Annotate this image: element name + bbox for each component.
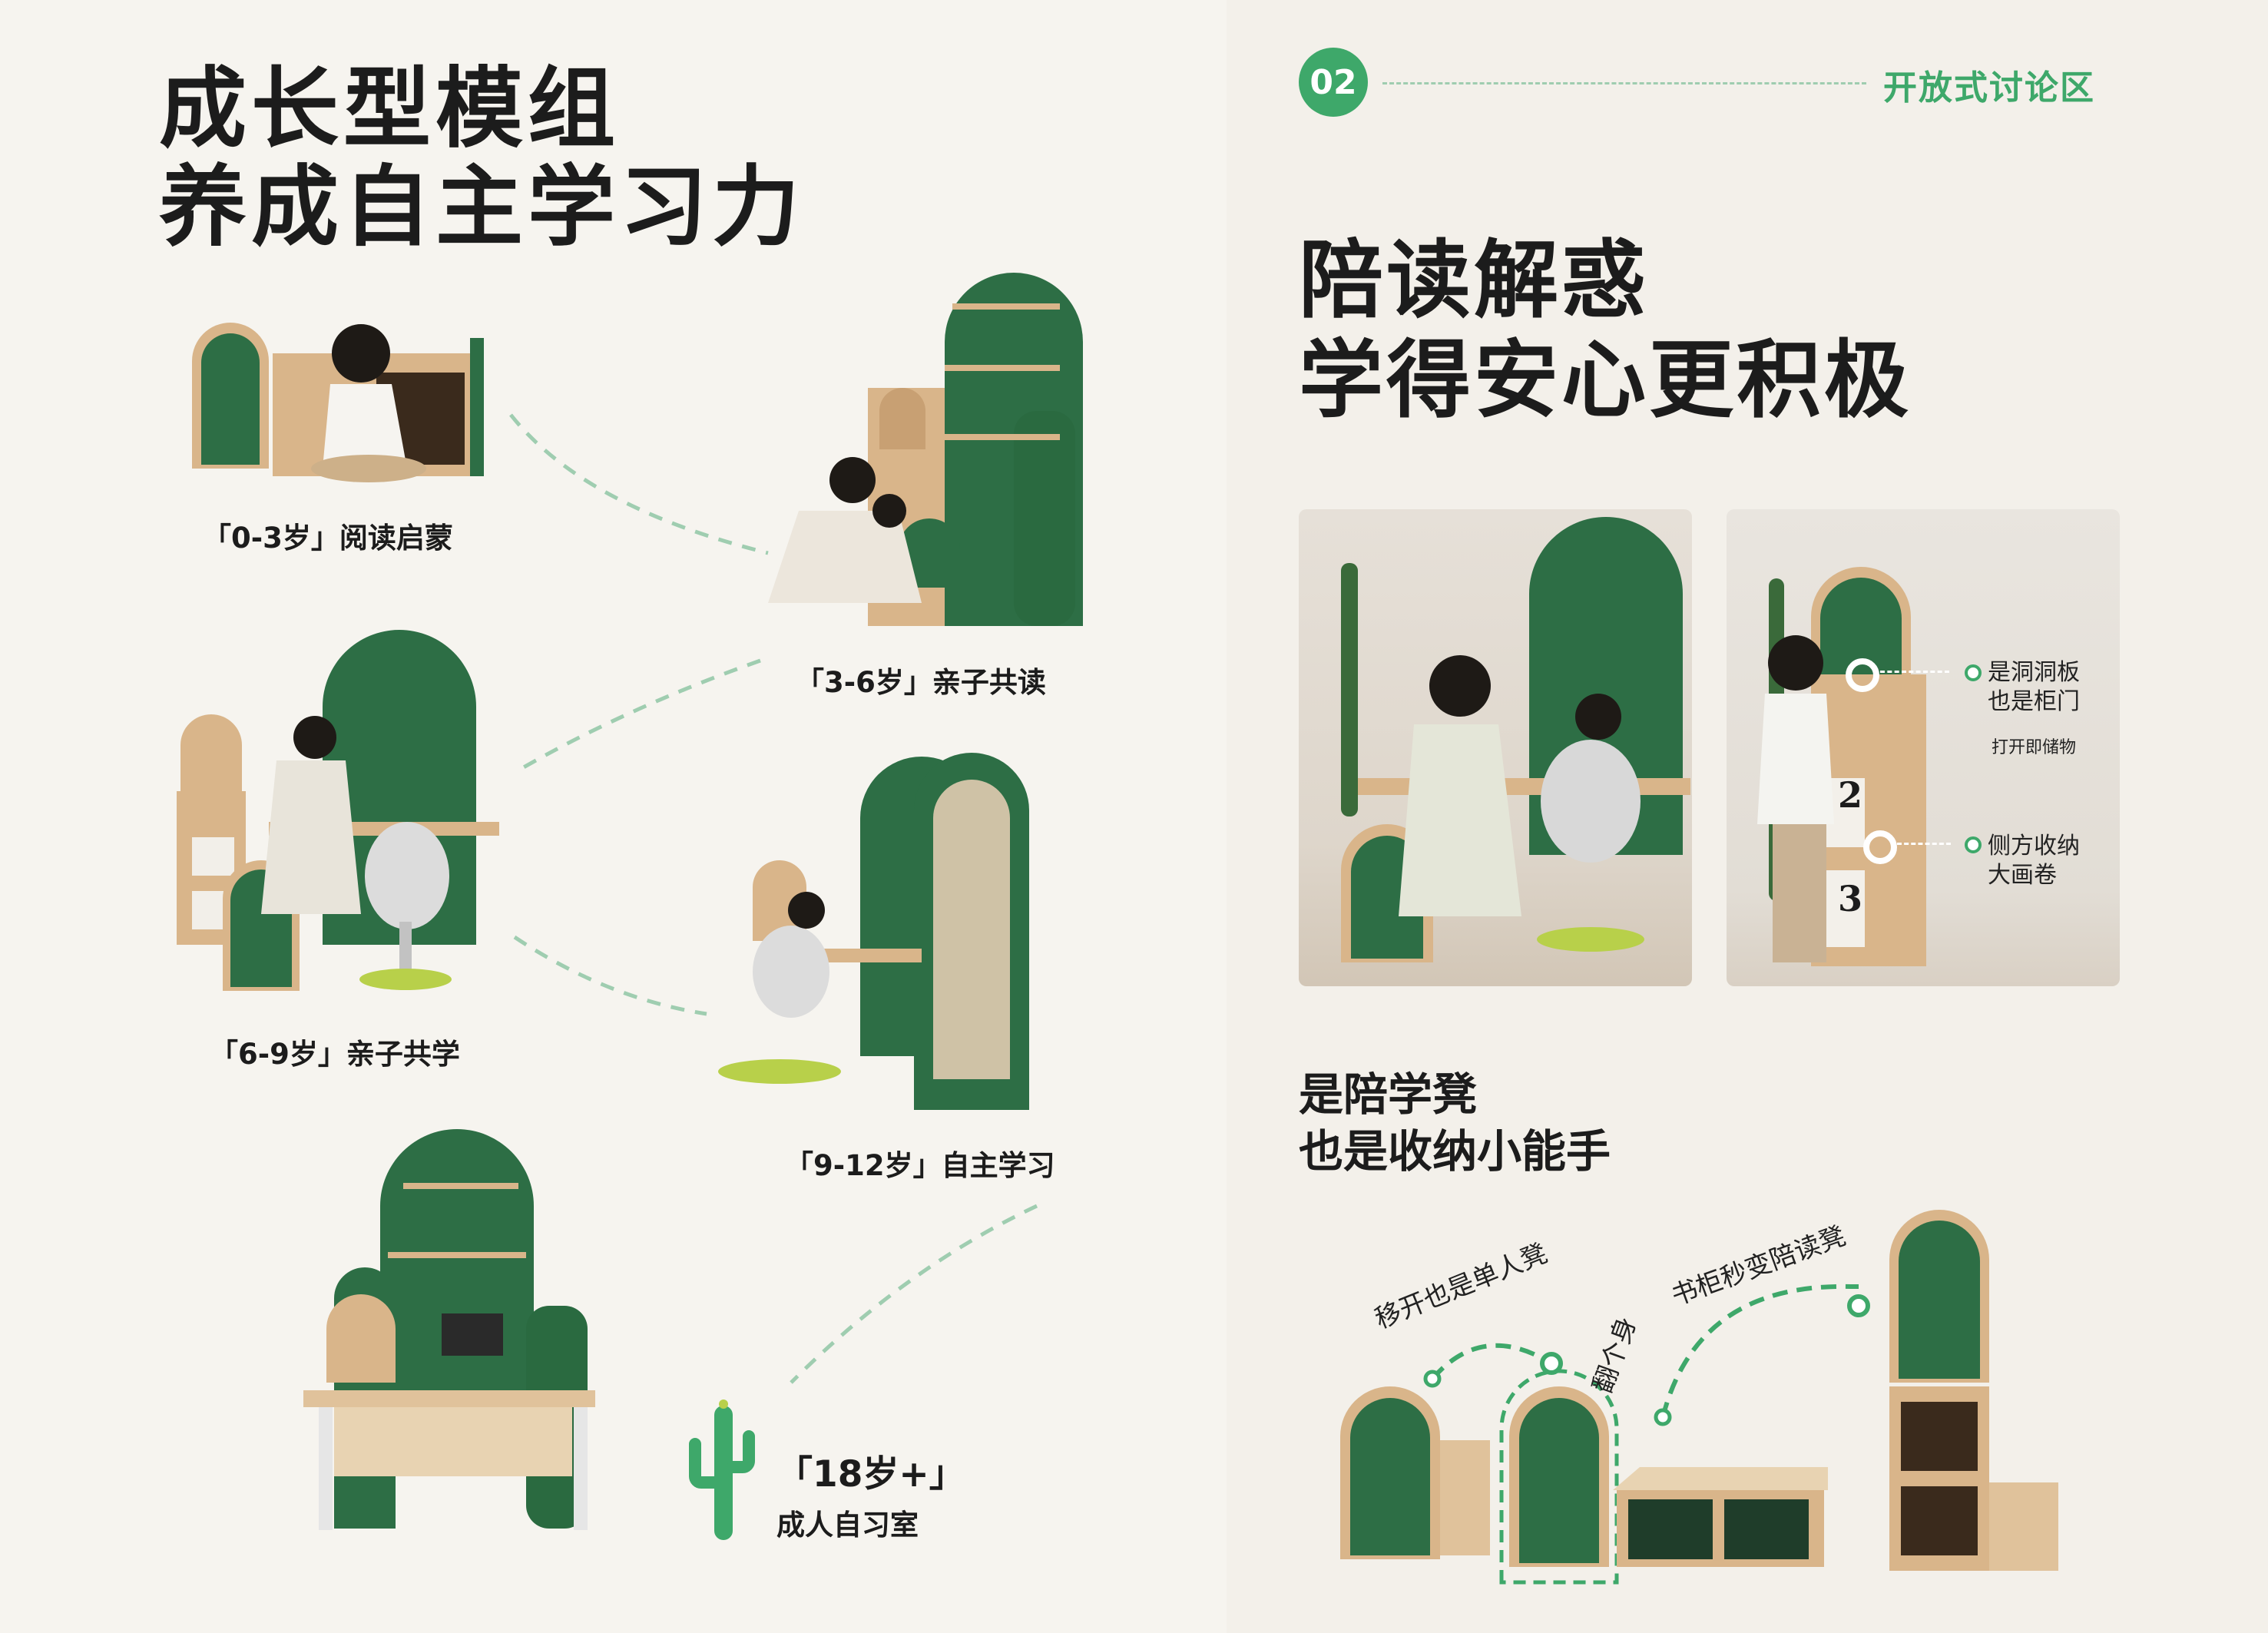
stage-0-3-illustration [192,323,484,482]
storage-box-number-3: 3 [1838,878,1863,919]
stage-label-6-9: 「6-9岁」亲子共学 [210,1038,460,1071]
photo-parent-child-study [1299,509,1692,986]
right-title-line1: 陪读解惑 [1299,231,1649,330]
callout-pegboard-note: 打开即储物 [1992,738,2077,757]
left-title-line2: 养成自主学习力 [159,156,805,258]
photo-parent-child-scene [1341,517,1690,962]
callout-line-top [1880,671,1949,673]
left-title-line1: 成长型模组 [159,58,621,160]
callout-pegboard-line2: 也是柜门 [1988,688,2080,715]
callout-pegboard-line1: 是洞洞板 [1988,659,2080,686]
pegboard-hotspot-ring [1846,658,1879,692]
section-name: 开放式讨论区 [1883,68,2095,108]
cactus-icon [689,1399,755,1540]
photo-cabinet-scene [1757,567,1926,966]
stage-label-0-3: 「0-3岁」阅读启蒙 [203,522,453,555]
callout-side-storage: 侧方收纳 大画卷 [1988,832,2080,890]
left-title: 成长型模组 养成自主学习力 [159,60,804,257]
subtitle: 是陪学凳 也是收纳小能手 [1299,1066,1611,1180]
right-title-line2: 学得安心更积极 [1299,331,1912,429]
section-divider [1382,82,1866,84]
stage-label-3-6: 「3-6岁」亲子共读 [796,666,1046,699]
callout-side-storage-line2: 大画卷 [1988,862,2057,889]
callout-dot-top [1965,664,1982,681]
stage-3-6-illustration [768,273,1083,626]
stage-label-9-12: 「9-12岁」自主学习 [785,1149,1055,1182]
stool-transform-illustration [1340,1210,2058,1585]
stage-18-plus-illustration [303,1129,595,1530]
stage-18-plus-label: 「18岁+」 成人自习室 [776,1444,965,1543]
right-title: 陪读解惑 学得安心更积极 [1299,230,1912,430]
callout-side-storage-line1: 侧方收纳 [1988,833,2080,860]
stage-sublabel-18-plus: 成人自习室 [776,1509,919,1542]
callout-line-bottom [1897,843,1951,845]
storage-box-number-2: 2 [1838,774,1863,816]
section-number-badge: 02 [1299,48,1368,117]
stage-label-18-plus: 「18岁+」 [776,1453,965,1496]
stage-6-9-illustration [177,630,499,991]
callout-dot-bottom [1965,836,1982,853]
stage-9-12-illustration [718,753,1029,1110]
side-storage-hotspot-ring [1863,830,1897,864]
photo-storage-cabinet: 2 3 是洞洞板 也是柜门 打开即储物 侧方收纳 大画卷 [1727,509,2120,986]
subtitle-line2: 也是收纳小能手 [1299,1125,1611,1178]
callout-pegboard: 是洞洞板 也是柜门 [1988,658,2080,717]
stage-connectors [509,413,1038,1384]
subtitle-line1: 是陪学凳 [1299,1068,1478,1121]
